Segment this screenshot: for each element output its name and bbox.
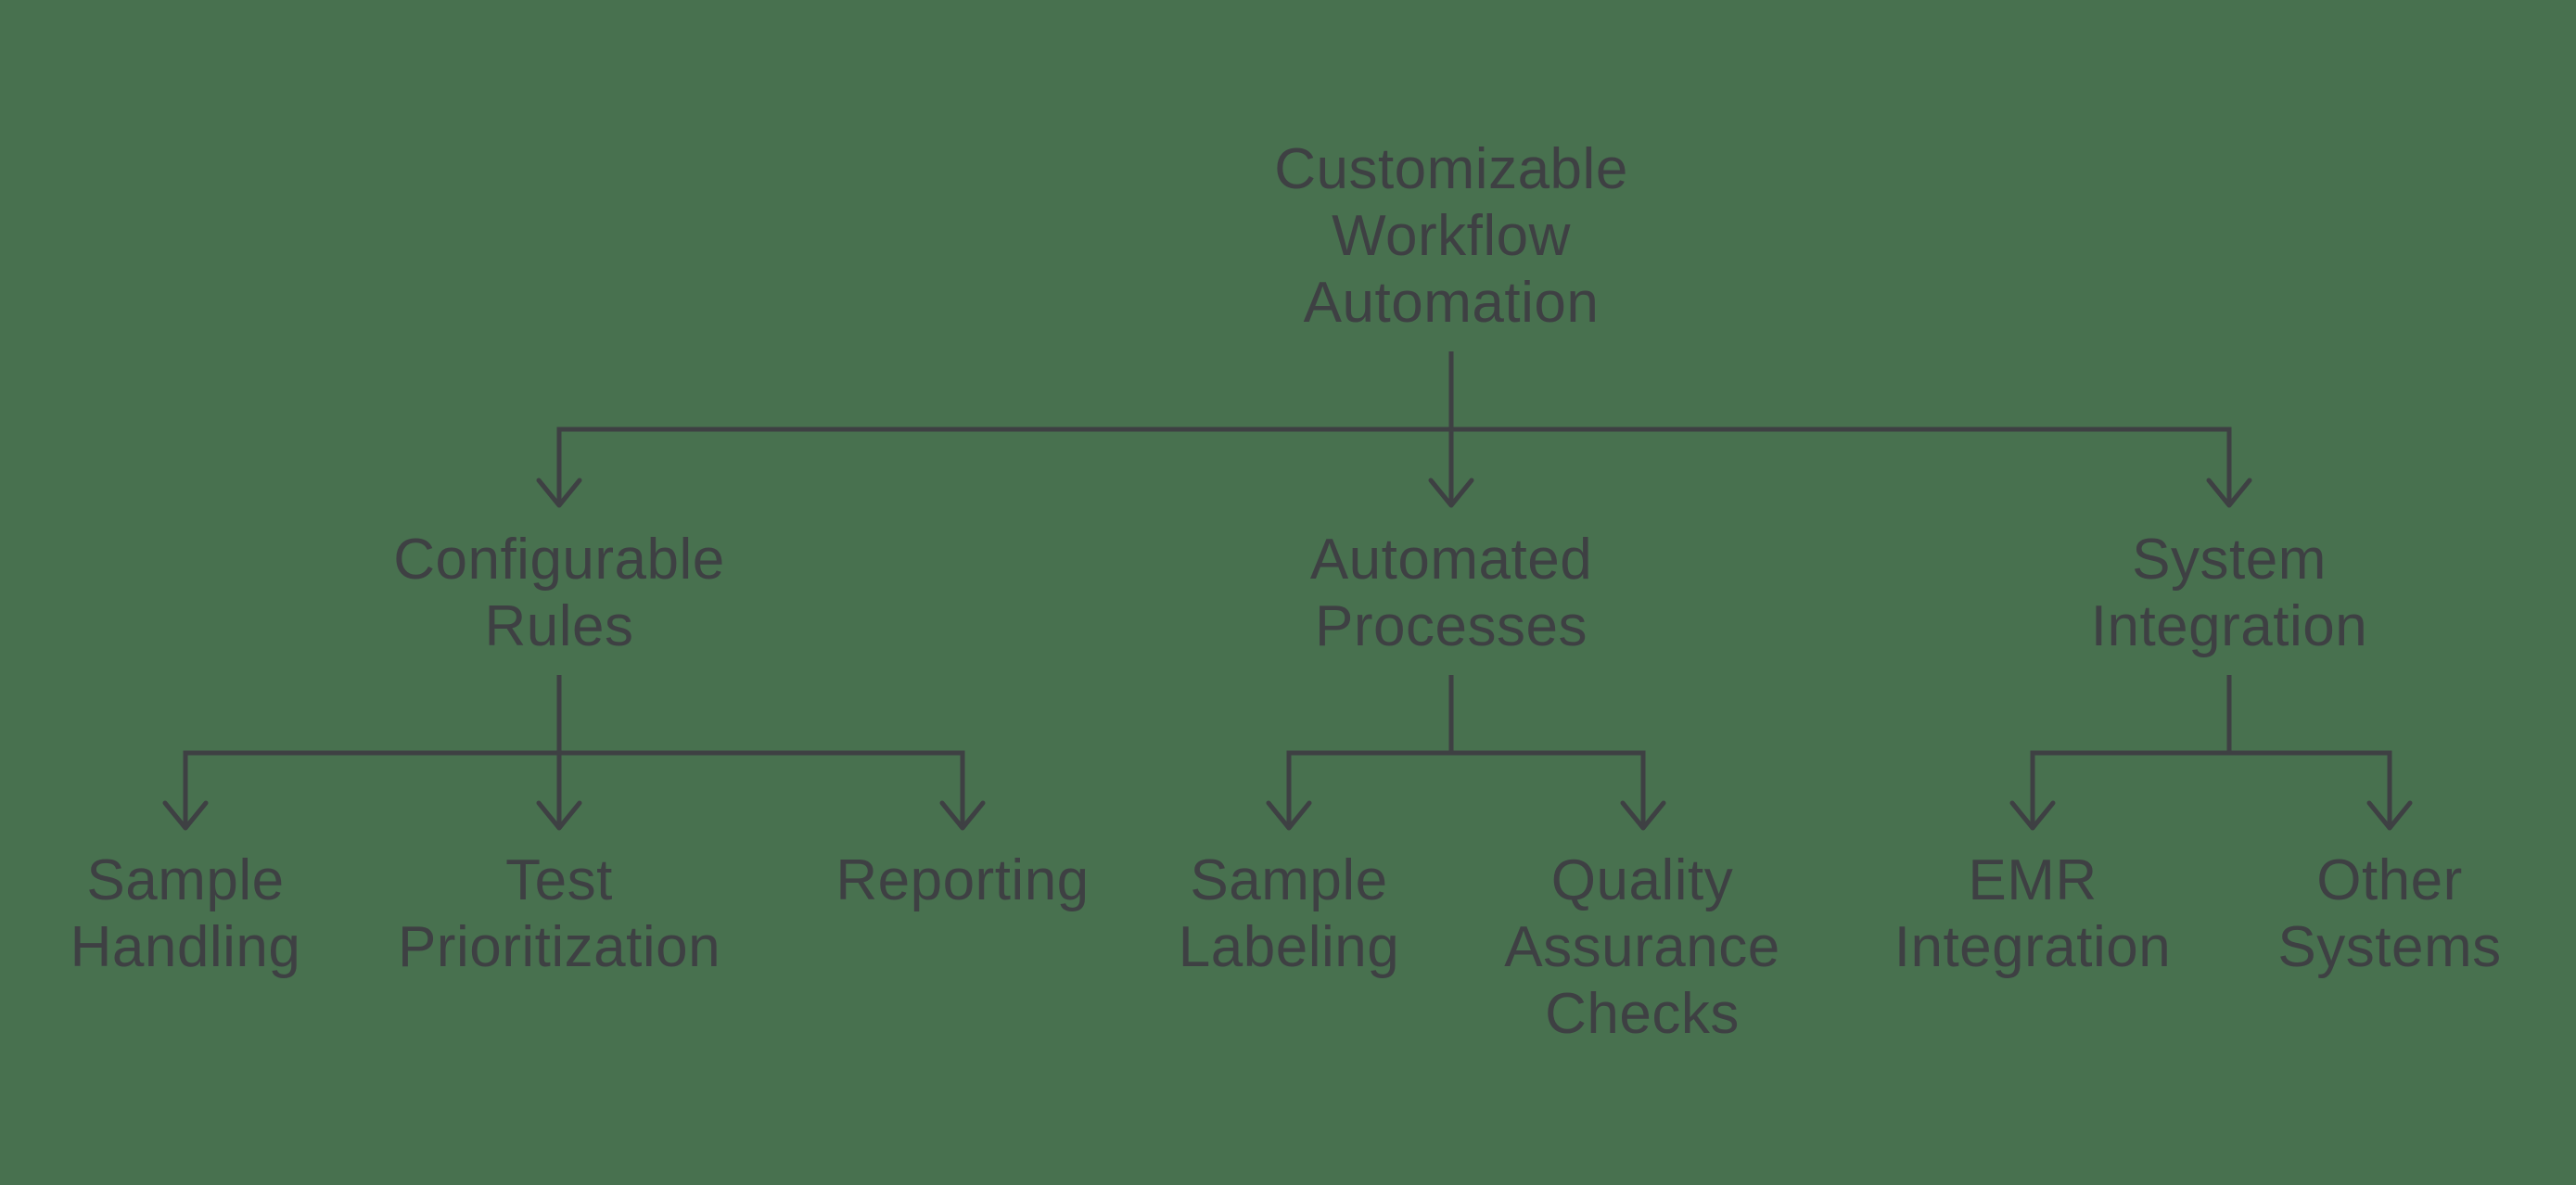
node-label-line: Test [505, 848, 613, 912]
node-label-line: Sample [1190, 848, 1388, 912]
node-label-line: Assurance [1504, 915, 1780, 979]
node-label-line: EMR [1968, 848, 2098, 912]
node-root-line: Workflow [1332, 204, 1571, 268]
node-reporting: Reporting [835, 847, 1089, 914]
arrow-down-icon [1266, 800, 1312, 831]
node-sample-handling: Sample Handling [70, 847, 301, 981]
node-label-line: Systems [2277, 915, 2502, 979]
node-label-line: Automated [1309, 528, 1593, 592]
node-root: Customizable Workflow Automation [1274, 136, 1628, 337]
node-automated-processes: Automated Processes [1310, 527, 1592, 660]
arrow-down-icon [2206, 478, 2252, 508]
node-root-line: Customizable [1274, 137, 1628, 201]
node-label-line: Rules [484, 594, 634, 658]
node-label-line: Integration [1894, 915, 2172, 979]
node-label-line: Other [2316, 848, 2463, 912]
node-emr-integration: EMR Integration [1894, 847, 2172, 981]
arrow-down-icon [162, 800, 209, 831]
edge-middle-bracket [1286, 750, 1646, 828]
edge-left-bracket [183, 750, 965, 828]
node-configurable-rules: Configurable Rules [393, 527, 725, 660]
node-other-systems: Other Systems [2277, 847, 2501, 981]
node-label-line: Processes [1315, 594, 1588, 658]
arrow-down-icon [939, 800, 986, 831]
arrow-down-icon [1428, 478, 1474, 508]
node-label-line: Integration [2090, 594, 2368, 658]
node-label-line: Labeling [1178, 915, 1400, 979]
edge-level1-bracket [556, 427, 2232, 505]
node-quality-assurance-checks: Quality Assurance Checks [1504, 847, 1779, 1048]
node-root-line: Automation [1303, 271, 1600, 335]
arrow-down-icon [1620, 800, 1666, 831]
node-test-prioritization: Test Prioritization [398, 847, 721, 981]
node-label-line: Reporting [835, 848, 1090, 912]
edge-right-bracket [2030, 750, 2392, 828]
arrow-down-icon [536, 800, 582, 831]
arrow-down-icon [536, 478, 582, 508]
node-label-line: Prioritization [397, 915, 721, 979]
node-label-line: Configurable [393, 528, 725, 592]
node-sample-labeling: Sample Labeling [1179, 847, 1399, 981]
arrow-down-icon [2009, 800, 2056, 831]
node-label-line: Quality [1550, 848, 1734, 912]
node-label-line: System [2132, 528, 2327, 592]
node-label-line: Handling [70, 915, 301, 979]
node-label-line: Sample [86, 848, 285, 912]
arrow-down-icon [2366, 800, 2413, 831]
node-label-line: Checks [1545, 982, 1740, 1046]
node-system-integration: System Integration [2091, 527, 2368, 660]
